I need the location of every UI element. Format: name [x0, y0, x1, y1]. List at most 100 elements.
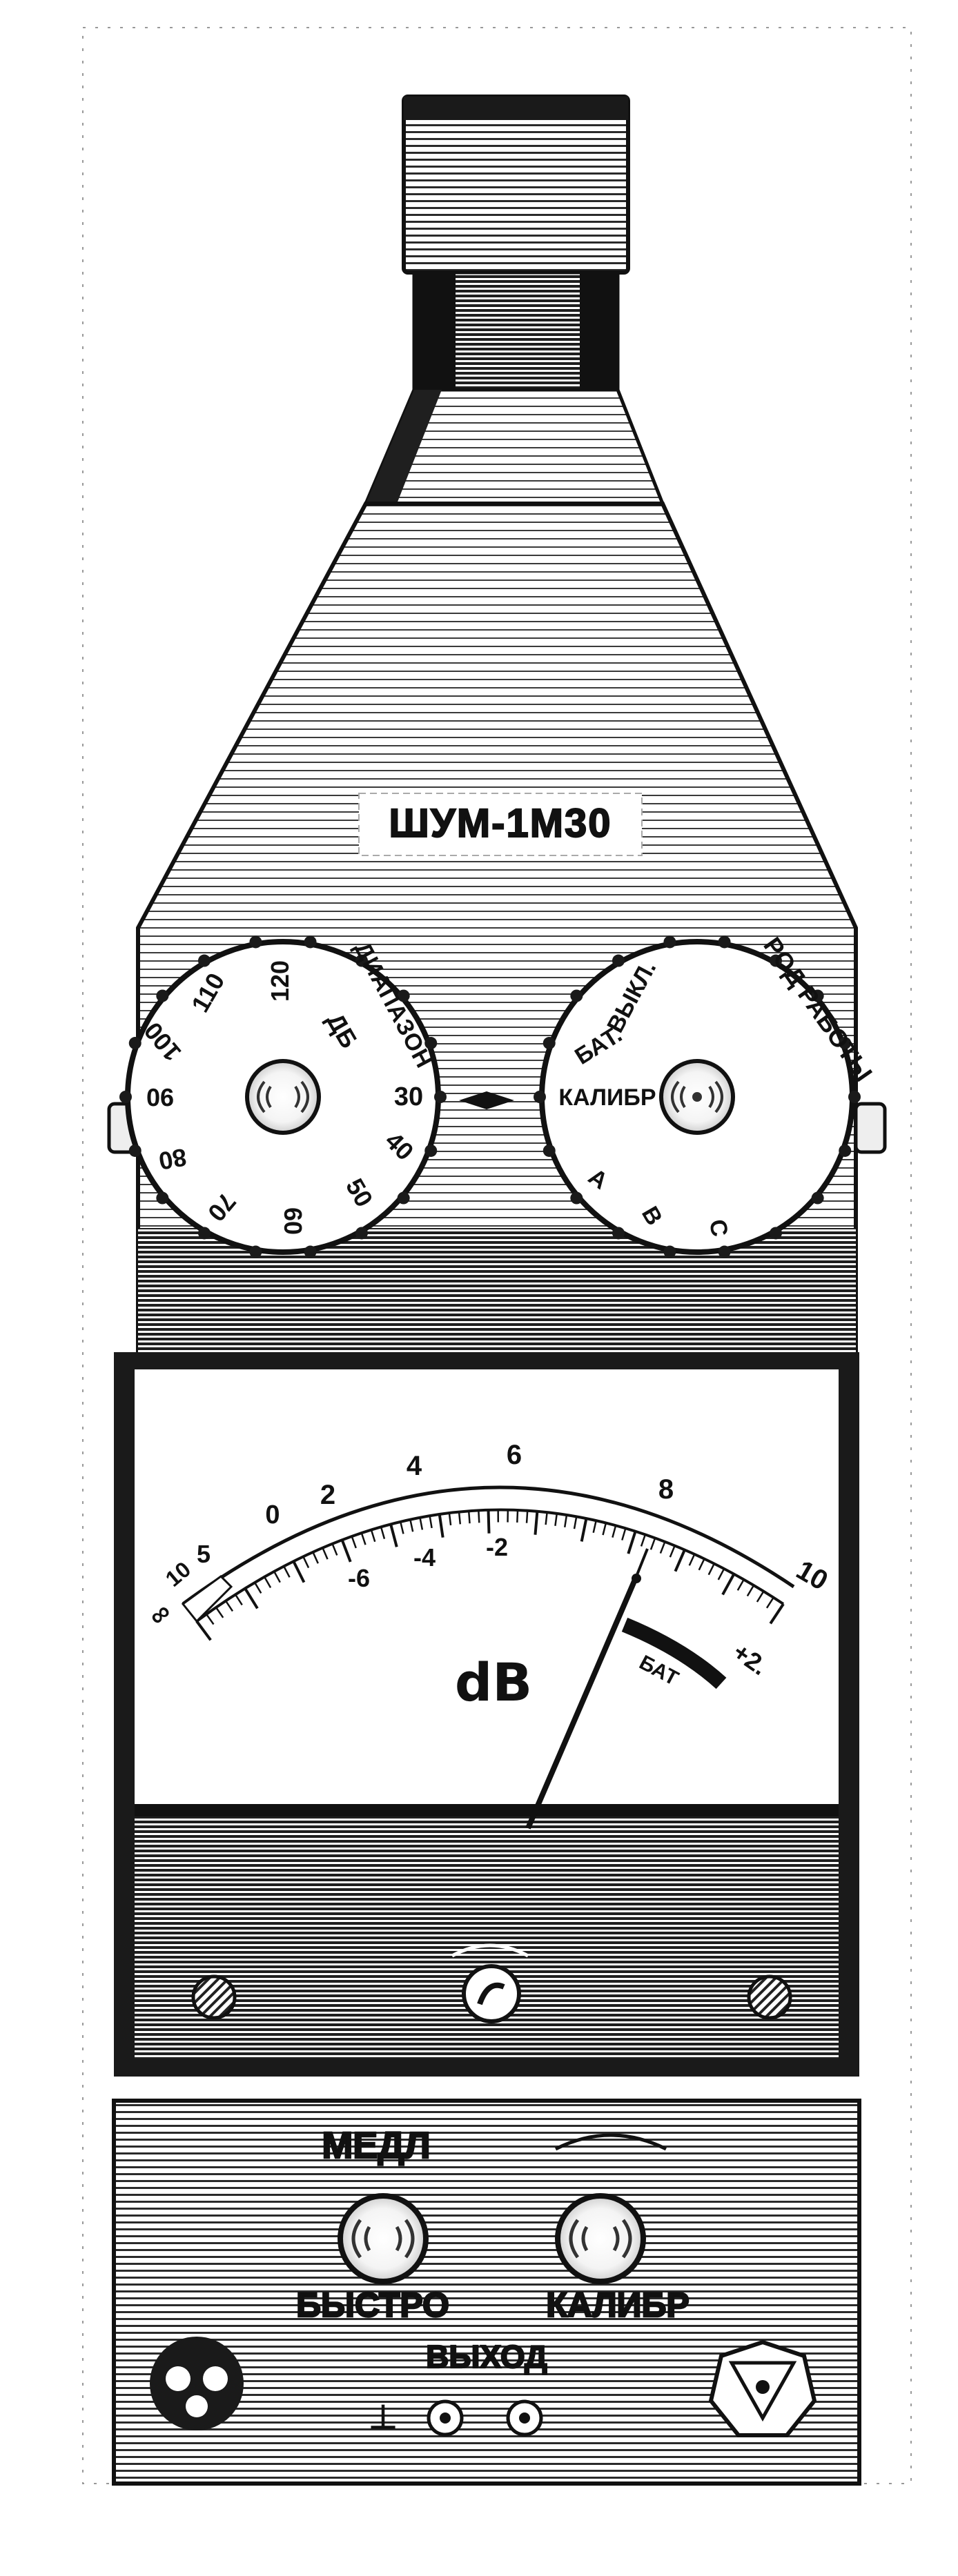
mode-dial-knurl: [811, 1191, 824, 1205]
scale-tick: [612, 1525, 617, 1538]
scale-tick: [717, 1568, 725, 1581]
scale-tick: [640, 1534, 647, 1547]
scale-tick: [478, 1510, 480, 1523]
bottom-panel: МЕДЛ БЫСТРО КАЛИБР ВЫХОД ⊥: [112, 2099, 861, 2486]
scale-label-0: 0: [265, 1500, 280, 1529]
meter-needle: [525, 1548, 649, 1830]
scale-tick: [389, 1523, 398, 1547]
range-dial-knurl: [424, 1037, 438, 1050]
range-dial-knurl: [304, 935, 317, 949]
zero-adjust-screw[interactable]: [462, 1964, 521, 2023]
scale-tick: [419, 1517, 424, 1530]
scale-tick: [195, 1620, 212, 1641]
print-frame: [82, 27, 912, 2484]
scale-tick: [400, 1521, 404, 1534]
range-label-30: 30: [394, 1082, 423, 1111]
mode-dial-knurl: [612, 954, 625, 967]
scale-tick: [516, 1509, 519, 1523]
right-screw: [747, 1974, 792, 2020]
scale-tick: [534, 1511, 539, 1535]
range-dial-knurl: [434, 1091, 447, 1103]
output-jack-left[interactable]: [427, 2399, 464, 2437]
scale-tick: [707, 1563, 715, 1576]
scale-tick: [554, 1513, 558, 1526]
scale-tick: [283, 1565, 291, 1578]
mode-dial-knurl: [570, 989, 583, 1002]
range-dial-knurl: [156, 989, 169, 1002]
microphone-cone: [363, 388, 665, 506]
range-knob-glyph: [257, 1080, 309, 1113]
scale-tick: [331, 1543, 338, 1556]
scale-tick: [563, 1514, 568, 1527]
scale-tick: [370, 1529, 376, 1543]
scale-tick: [429, 1515, 433, 1529]
scale-tick: [360, 1532, 366, 1545]
range-dial-knurl: [128, 1144, 141, 1157]
scale-tick: [302, 1556, 310, 1569]
scale-tick: [545, 1512, 548, 1525]
scale-tick: [621, 1527, 627, 1540]
scale-tick: [649, 1538, 656, 1550]
scale-tick: [234, 1594, 243, 1606]
scale-tick: [688, 1554, 696, 1566]
range-dial-knurl: [198, 1227, 211, 1240]
mode-dial-knurl: [718, 935, 731, 949]
scale-tick: [292, 1561, 306, 1583]
scale-tick: [409, 1519, 414, 1532]
mode-dial-knurl: [534, 1091, 546, 1103]
mode-dial-knurl: [542, 1037, 556, 1050]
right-clip: [854, 1102, 887, 1154]
quality-mark-icon: [708, 2339, 817, 2437]
scale-tick: [380, 1526, 386, 1539]
scale-tick: [756, 1591, 765, 1603]
scale-tick: [205, 1614, 215, 1625]
scale-tick: [458, 1512, 462, 1525]
scale-tick: [340, 1539, 352, 1563]
fast-button[interactable]: [338, 2193, 429, 2284]
range-dial-knurl: [397, 1191, 410, 1205]
mode-dial-knurl: [663, 935, 676, 949]
scale-tick: [580, 1518, 588, 1542]
slow-label: МЕДЛ: [322, 2125, 430, 2166]
range-dial-knurl: [156, 1191, 169, 1205]
mode-knob-glyph: [671, 1080, 723, 1113]
range-dial-knurl: [119, 1091, 132, 1103]
ground-symbol: ⊥: [369, 2399, 398, 2436]
range-dial-knurl: [249, 935, 262, 949]
scale-label-6: 6: [507, 1440, 522, 1470]
range-dial-knurl: [397, 989, 410, 1002]
range-dial-knurl: [355, 1227, 368, 1240]
mode-dial-knurl: [839, 1144, 852, 1157]
meter-lower-plate: [191, 1943, 792, 2023]
scale-tick: [602, 1523, 607, 1536]
scale-tick: [592, 1520, 597, 1533]
range-label-60: 60: [279, 1207, 307, 1235]
range-label-90: 90: [146, 1083, 174, 1111]
fast-label: БЫСТРО: [296, 2286, 449, 2324]
connector-socket-icon: [150, 2337, 244, 2430]
scale-label-2: 2: [320, 1480, 335, 1510]
output-jack-right[interactable]: [506, 2399, 543, 2437]
scale-tick: [765, 1596, 774, 1609]
range-dial-knurl: [249, 1245, 262, 1258]
output-label: ВЫХОД: [426, 2339, 547, 2375]
scale-tick: [573, 1516, 578, 1529]
scale-tick: [322, 1547, 329, 1560]
scale-tick: [215, 1607, 224, 1618]
meter-unit-label: dB: [455, 1652, 532, 1713]
calibrate-button[interactable]: [555, 2193, 646, 2284]
scale-tick: [698, 1558, 705, 1571]
scale-tick: [264, 1576, 272, 1589]
left-screw: [191, 1974, 237, 2020]
range-dial-knurl: [198, 954, 211, 967]
meter-scale: ∞ 10 5 0 2 4 6 8 10 -6 -4 -2 dB БАТ +2.: [143, 1440, 833, 1713]
mode-dial-knurl: [839, 1037, 852, 1050]
model-label-plate: ШУМ-1М30: [358, 793, 643, 856]
scale-tick: [769, 1603, 785, 1625]
scale-tick: [224, 1600, 234, 1612]
range-label-120: 120: [266, 960, 294, 1002]
scale-tick: [746, 1585, 755, 1597]
scale-label-minus4: -4: [413, 1543, 436, 1572]
range-dial-knurl: [424, 1144, 438, 1157]
